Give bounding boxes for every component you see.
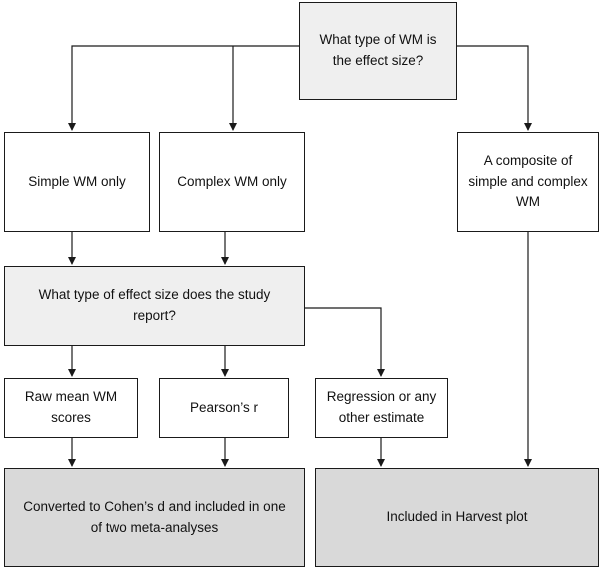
- regression-box: Regression or any other estimate: [315, 378, 448, 438]
- regression-text: Regression or any other estimate: [326, 389, 437, 425]
- simple-wm-text: Simple WM only: [28, 173, 126, 189]
- composite-wm-box: A composite of simple and complex WM: [457, 132, 599, 232]
- effect-size-question-box: What type of effect size does the study …: [4, 266, 305, 346]
- pearson-r-text: Pearson’s r: [189, 399, 259, 415]
- complex-wm-box: Complex WM only: [159, 132, 305, 232]
- converted-meta-analysis-box: Converted to Cohen’s d and included in o…: [4, 468, 305, 567]
- wm-type-question-text: What type of WM is the effect size?: [319, 32, 437, 68]
- simple-wm-box: Simple WM only: [4, 132, 150, 232]
- raw-mean-box: Raw mean WM scores: [4, 378, 138, 438]
- complex-wm-text: Complex WM only: [177, 173, 287, 189]
- converted-meta-analysis-text: Converted to Cohen’s d and included in o…: [23, 498, 286, 535]
- wm-type-question-box: What type of WM is the effect size?: [299, 2, 457, 100]
- harvest-plot-box: Included in Harvest plot: [315, 468, 599, 567]
- connector-q1-to-composite: [457, 45, 532, 131]
- composite-wm-text: A composite of simple and complex WM: [468, 152, 588, 210]
- connector-q1-to-simple: [68, 45, 299, 131]
- pearson-r-box: Pearson’s r: [159, 378, 289, 438]
- harvest-plot-text: Included in Harvest plot: [386, 509, 528, 525]
- raw-mean-text: Raw mean WM scores: [24, 389, 118, 425]
- connector-q2-to-regression: [305, 307, 385, 377]
- effect-size-question-text: What type of effect size does the study …: [38, 287, 271, 323]
